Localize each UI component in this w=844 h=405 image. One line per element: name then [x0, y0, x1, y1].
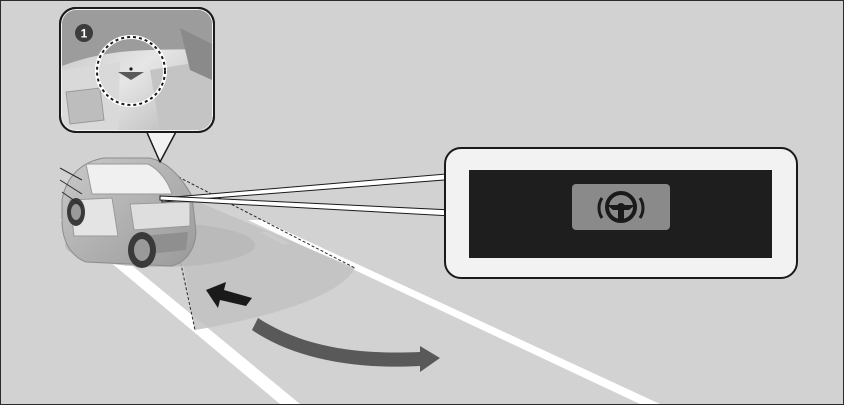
callout-number-1: 1 — [81, 27, 88, 41]
indicator-panel — [445, 148, 797, 278]
camera-lens — [129, 67, 132, 70]
